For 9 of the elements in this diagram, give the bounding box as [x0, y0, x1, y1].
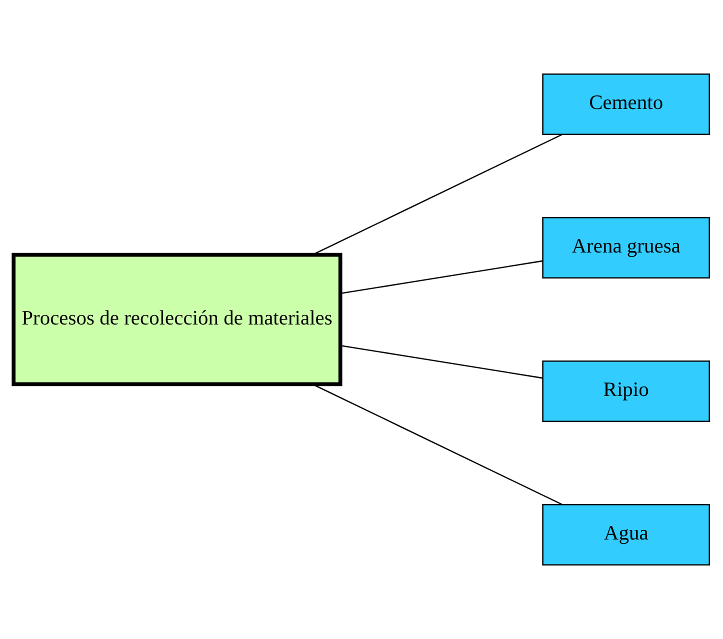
connector: [340, 344, 543, 379]
connector: [312, 384, 562, 506]
node-box: Cemento: [542, 73, 710, 135]
connector: [340, 260, 543, 294]
connector: [312, 134, 562, 256]
node-box: Arena gruesa: [542, 217, 710, 278]
node-box: Procesos de recolección de materiales: [12, 252, 342, 386]
node-box: Ripio: [542, 360, 710, 422]
node-box: Agua: [542, 504, 710, 566]
